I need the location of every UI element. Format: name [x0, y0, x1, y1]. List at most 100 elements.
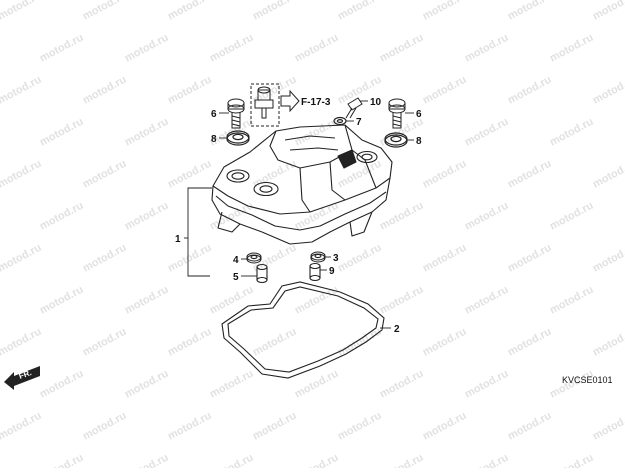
watermark-text: motod.ru [0, 200, 1, 233]
watermark-text: motod.ru [506, 74, 554, 107]
reference-label[interactable]: F-17-3 [301, 97, 331, 108]
cover-gasket [221, 281, 385, 379]
watermark-text: motod.ru [0, 0, 44, 23]
callout-4: 4 [233, 255, 239, 266]
watermark-text: motod.ru [0, 452, 1, 468]
watermark-text: motod.ru [251, 410, 299, 443]
grommet-4 [246, 252, 262, 264]
watermark-text: motod.ru [506, 410, 554, 443]
callout-8-right: 8 [416, 136, 422, 147]
watermark-text: motod.ru [336, 410, 384, 443]
watermark-text: motod.ru [293, 284, 341, 317]
watermark-text: motod.ru [123, 452, 171, 468]
callout-8-left: 8 [211, 134, 217, 145]
watermark-text: motod.ru [0, 32, 1, 65]
watermark-text: motod.ru [0, 368, 1, 401]
watermark-text: motod.ru [38, 32, 86, 65]
watermark-text: motod.ru [38, 368, 86, 401]
callout-6-left: 6 [211, 109, 217, 120]
watermark-text: motod.ru [0, 74, 44, 107]
watermark-text: motod.ru [378, 368, 426, 401]
watermark-text: motod.ru [506, 0, 554, 23]
watermark-text: motod.ru [336, 0, 384, 23]
callout-5: 5 [233, 272, 239, 283]
watermark-text: motod.ru [421, 242, 469, 275]
bolt-10 [345, 97, 363, 119]
watermark-text: motod.ru [463, 116, 511, 149]
watermark-text: motod.ru [293, 368, 341, 401]
watermark-text: motod.ru [208, 452, 256, 468]
flange-bolt-left [227, 98, 245, 129]
watermark-text: motod.ru [81, 74, 129, 107]
watermark-text: motod.ru [421, 0, 469, 23]
diagram-code: KVCSE0101 [562, 375, 613, 385]
watermark-text: motod.ru [548, 32, 596, 65]
front-arrow-icon: FR. [4, 366, 40, 390]
watermark-text: motod.ru [463, 368, 511, 401]
callout-2: 2 [394, 324, 400, 335]
watermark-text: motod.ru [378, 452, 426, 468]
grommet-3 [310, 251, 326, 263]
watermark-text: motod.ru [378, 32, 426, 65]
watermark-text: motod.ru [208, 368, 256, 401]
watermark-text: motod.ru [81, 410, 129, 443]
watermark-text: motod.ru [463, 200, 511, 233]
watermark-text: motod.ru [591, 74, 625, 107]
watermark-text: motod.ru [506, 326, 554, 359]
watermark-text: motod.ru [0, 242, 44, 275]
watermark-text: motod.ru [123, 200, 171, 233]
dowel-5 [256, 263, 268, 284]
watermark-text: motod.ru [336, 242, 384, 275]
watermark-text: motod.ru [0, 116, 1, 149]
callout-7: 7 [356, 117, 362, 128]
seal-washer-right [384, 132, 408, 148]
watermark-text: motod.ru [293, 116, 341, 149]
watermark-text: motod.ru [166, 74, 214, 107]
watermark-text: motod.ru [463, 284, 511, 317]
breather-joint-reference-box [250, 83, 280, 127]
watermark-text: motod.ru [591, 0, 625, 23]
watermark-text: motod.ru [123, 284, 171, 317]
watermark-text: motod.ru [293, 200, 341, 233]
watermark-text: motod.ru [591, 242, 625, 275]
reference-arrow-icon [280, 89, 300, 113]
watermark-text: motod.ru [123, 116, 171, 149]
watermark-text: motod.ru [0, 284, 1, 317]
watermark-text: motod.ru [591, 158, 625, 191]
watermark-text: motod.ru [123, 32, 171, 65]
watermark-text: motod.ru [166, 158, 214, 191]
watermark-text: motod.ru [548, 452, 596, 468]
watermark-text: motod.ru [166, 0, 214, 23]
watermark-text: motod.ru [421, 410, 469, 443]
watermark-text: motod.ru [293, 32, 341, 65]
cylinder-head-cover [211, 124, 393, 245]
watermark-text: motod.ru [0, 158, 44, 191]
watermark-text: motod.ru [166, 410, 214, 443]
watermark-text: motod.ru [293, 452, 341, 468]
watermark-text: motod.ru [0, 326, 44, 359]
watermark-text: motod.ru [0, 410, 44, 443]
watermark-text: motod.ru [378, 284, 426, 317]
watermark-text: motod.ru [251, 0, 299, 23]
watermark-text: motod.ru [38, 452, 86, 468]
watermark-text: motod.ru [548, 116, 596, 149]
watermark-text: motod.ru [336, 326, 384, 359]
callout-6-right: 6 [416, 109, 422, 120]
watermark-text: motod.ru [463, 452, 511, 468]
watermark-text: motod.ru [378, 200, 426, 233]
watermark-text: motod.ru [421, 326, 469, 359]
watermark-text: motod.ru [421, 74, 469, 107]
watermark-text: motod.ru [421, 158, 469, 191]
leader-lines [184, 100, 414, 329]
watermark-text: motod.ru [81, 0, 129, 23]
watermark-text: motod.ru [38, 200, 86, 233]
callout-1: 1 [175, 234, 181, 245]
flange-bolt-right [388, 98, 406, 129]
watermark-text: motod.ru [166, 326, 214, 359]
watermark-text: motod.ru [251, 158, 299, 191]
front-arrow-label: FR. [18, 368, 33, 381]
callout-3: 3 [333, 253, 339, 264]
watermark-text: motod.ru [463, 32, 511, 65]
